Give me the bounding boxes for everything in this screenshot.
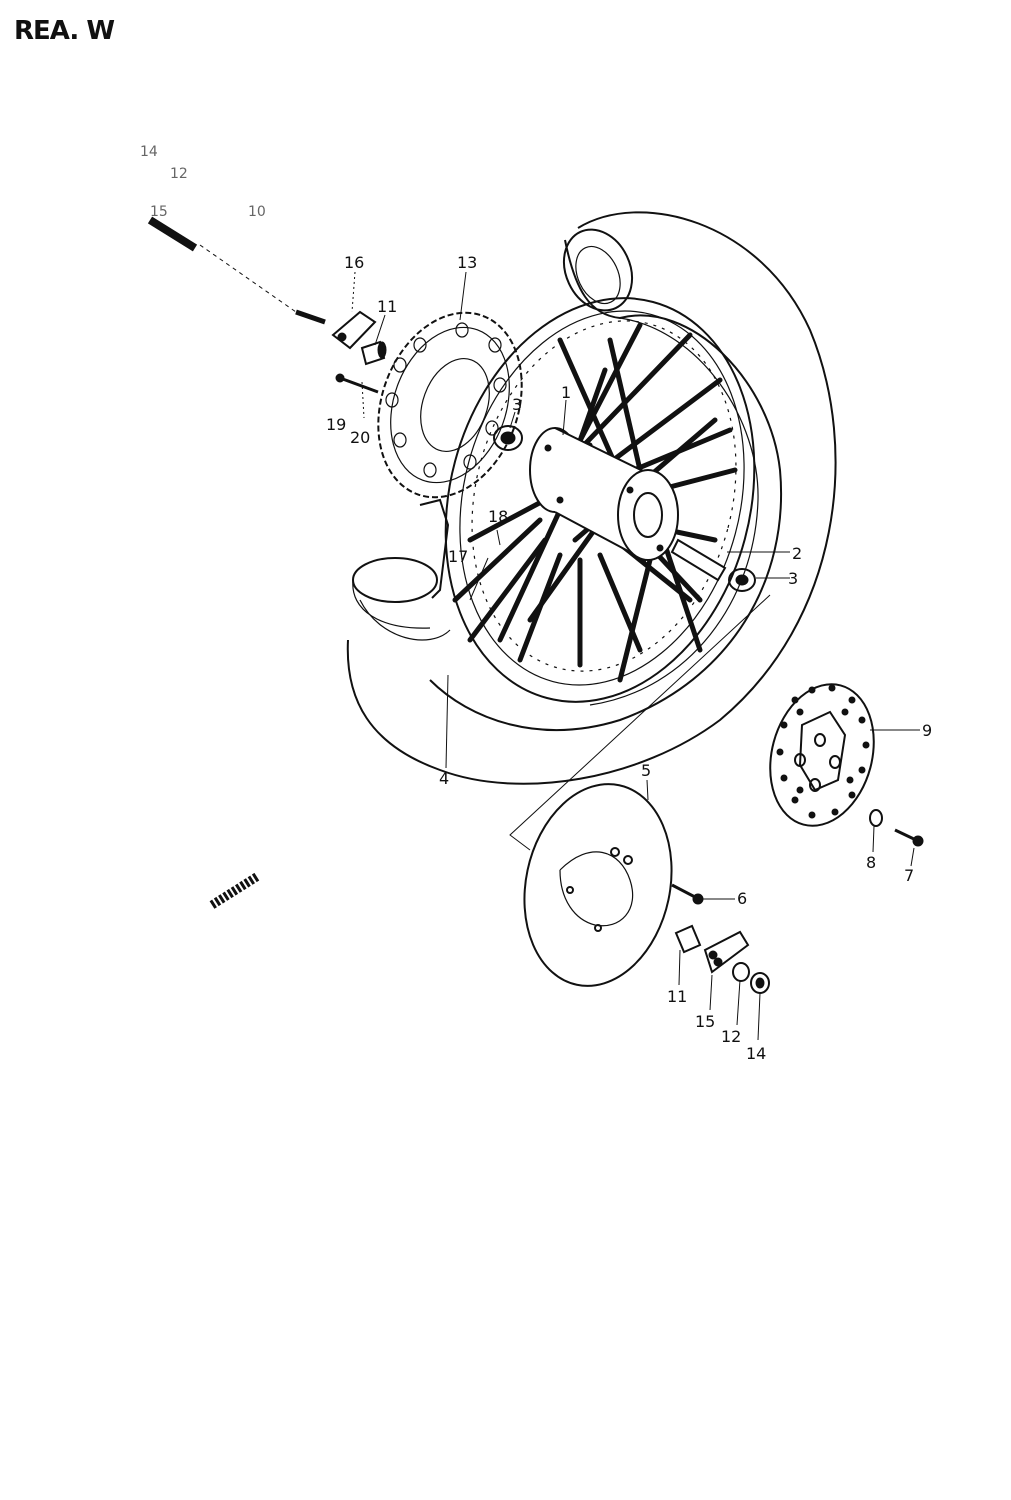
callout-20: 20 (350, 428, 370, 447)
faint-callout-14: 14 (140, 144, 158, 160)
callout-2: 2 (792, 544, 802, 563)
bolt-19 (335, 373, 379, 394)
callout-15: 15 (695, 1012, 715, 1031)
callout-11-top: 11 (377, 297, 397, 316)
callout-3-left: 3 (512, 395, 522, 414)
bearing-right (728, 568, 756, 592)
nut-14 (750, 972, 770, 994)
brake-cover (523, 783, 673, 987)
lock-washer-15 (703, 930, 750, 974)
callout-3-right: 3 (788, 569, 798, 588)
callout-17: 17 (448, 547, 468, 566)
callout-4: 4 (439, 769, 449, 788)
chain-fragment (209, 872, 261, 909)
part-callouts: 16 13 11 19 20 3 1 18 17 2 3 4 9 5 8 7 6… (326, 253, 932, 1063)
diagram-title: REA. W (14, 16, 115, 46)
bolt-6 (671, 883, 704, 905)
callout-14: 14 (746, 1044, 766, 1063)
callout-11-bottom: 11 (667, 987, 687, 1006)
brake-disc (769, 683, 875, 827)
washer-8 (869, 809, 883, 827)
callout-12: 12 (721, 1027, 741, 1046)
callout-8: 8 (866, 853, 876, 872)
faint-callout-10: 10 (248, 204, 266, 220)
washer-12 (732, 962, 750, 982)
spacer-11-bottom (674, 924, 702, 954)
callout-7: 7 (904, 866, 914, 885)
bearing-left (493, 425, 523, 451)
callout-18: 18 (488, 507, 508, 526)
faint-callouts: 14 12 15 10 (140, 144, 266, 220)
spacer-11-top (360, 340, 387, 366)
faint-callout-12: 12 (170, 166, 188, 182)
callout-16: 16 (344, 253, 364, 272)
callout-6: 6 (737, 889, 747, 908)
axle-spacer (670, 538, 727, 582)
stud-top-left (147, 216, 326, 325)
callout-5: 5 (641, 761, 651, 780)
leader-lines (351, 271, 920, 1041)
callout-13: 13 (457, 253, 477, 272)
tire (346, 211, 837, 785)
rear-sprocket (377, 311, 523, 499)
bolt-7 (894, 828, 924, 847)
callout-1: 1 (561, 383, 571, 402)
lock-washer-16 (331, 310, 377, 350)
callout-19: 19 (326, 415, 346, 434)
faint-callout-15: 15 (150, 204, 168, 220)
hub (529, 427, 679, 562)
rim (444, 297, 756, 703)
callout-9: 9 (922, 721, 932, 740)
